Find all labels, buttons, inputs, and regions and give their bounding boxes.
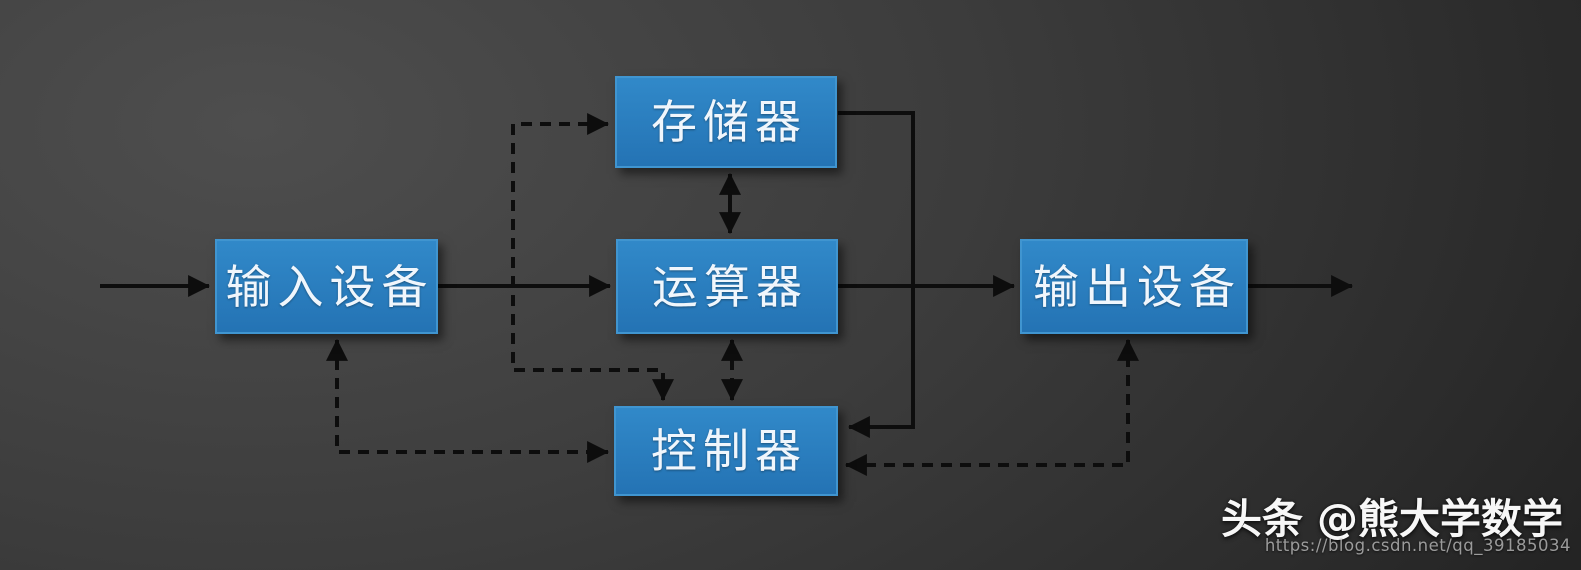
edge-memory-to-controller: [838, 111, 915, 438]
edge-controller-output-dashed: [844, 338, 1139, 476]
node-alu-label: 运算器: [652, 259, 808, 314]
node-output-device-label: 输出设备: [1033, 259, 1241, 314]
node-input-device-label: 输入设备: [225, 259, 434, 314]
node-alu: 运算器: [616, 239, 838, 334]
edge-input-controller-dashed: [326, 338, 610, 463]
watermark-handle: @熊大学数学: [1317, 495, 1563, 543]
edge-memory-controller-dashed: [511, 113, 674, 402]
node-controller: 控制器: [614, 406, 838, 496]
watermark-url: https://blog.csdn.net/qq_39185034: [1264, 536, 1571, 555]
node-controller-label: 控制器: [651, 424, 807, 478]
node-input-device: 输入设备: [215, 239, 438, 334]
node-output-device: 输出设备: [1020, 239, 1248, 334]
watermark: 头条 @熊大学数学: [1221, 499, 1563, 540]
node-memory-label: 存储器: [651, 95, 807, 149]
node-memory: 存储器: [615, 76, 837, 168]
watermark-brand: 头条: [1221, 495, 1303, 543]
